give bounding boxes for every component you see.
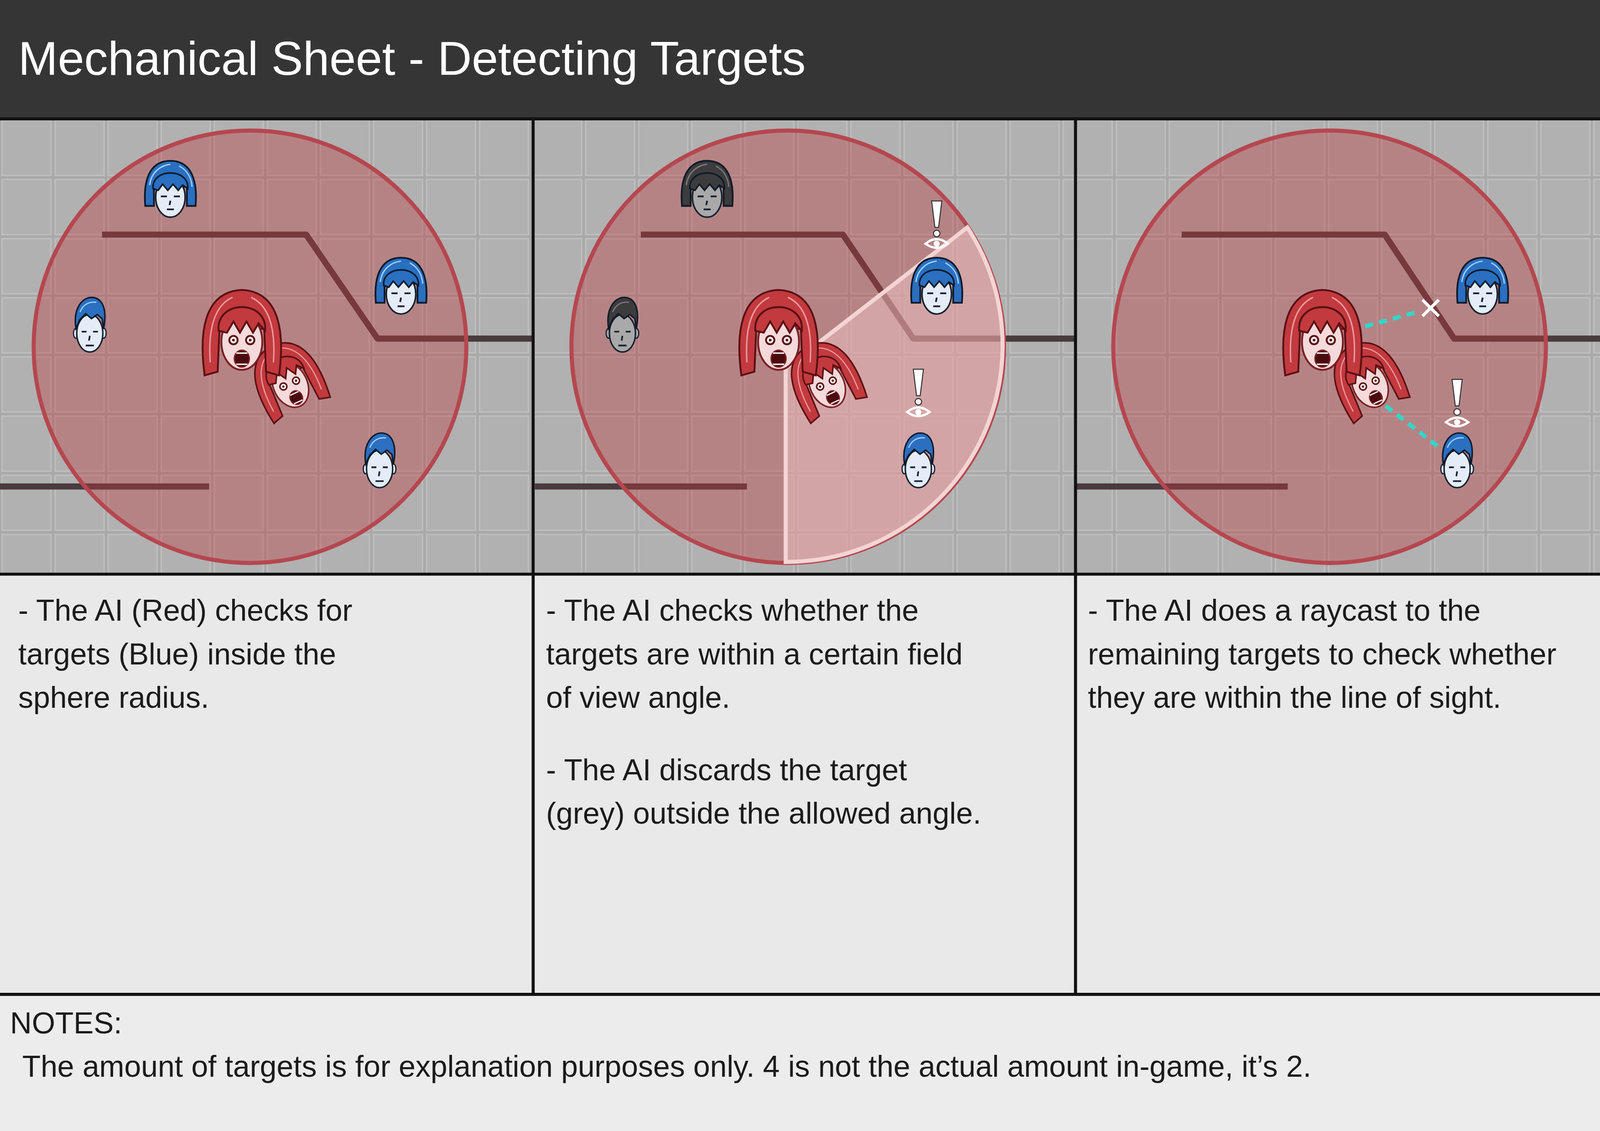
step-text-cell: - The AI does a raycast to the remaining… bbox=[1076, 576, 1600, 993]
notes-heading: NOTES: bbox=[10, 1001, 1580, 1046]
illustration-part bbox=[33, 130, 467, 563]
title-bar bbox=[0, 0, 1600, 119]
grid-lines bbox=[0, 118, 1600, 995]
illustration-part bbox=[1365, 311, 1441, 449]
step-text-cell: - The AI checks whether the targets are … bbox=[534, 576, 1075, 993]
panel-field-of-view bbox=[534, 120, 1075, 575]
illustration-part bbox=[571, 130, 1005, 563]
illustration-part bbox=[681, 161, 733, 218]
notes-box: NOTES:The amount of targets is for expla… bbox=[0, 997, 1600, 1131]
illustration-part bbox=[911, 257, 963, 315]
illustration-part bbox=[1283, 290, 1362, 376]
text-panel bbox=[0, 574, 1600, 995]
step-text-cell: - The AI (Red) checks for targets (Blue)… bbox=[0, 576, 533, 993]
illustration-part bbox=[902, 433, 936, 489]
illustration-part bbox=[606, 297, 639, 353]
illustration-part bbox=[145, 161, 197, 218]
illustration-part bbox=[534, 120, 1075, 575]
illustration-part bbox=[925, 201, 948, 249]
illustration-part bbox=[1422, 299, 1439, 317]
panel-sphere bbox=[0, 120, 533, 575]
illustration-part bbox=[1113, 130, 1547, 563]
illustration-part bbox=[739, 290, 818, 376]
panel-raycast bbox=[1076, 120, 1600, 575]
illustration-part bbox=[1445, 379, 1469, 427]
notes-panel bbox=[0, 994, 1600, 1131]
title-holder: Mechanical Sheet - Detecting Targets bbox=[18, 0, 806, 118]
illustration-part bbox=[907, 369, 930, 417]
step-description: - The AI discards the target (grey) outs… bbox=[545, 748, 984, 836]
illustration-part bbox=[363, 433, 396, 489]
illustration-part bbox=[375, 257, 427, 315]
step-description: - The AI does a raycast to the remaining… bbox=[1087, 588, 1572, 720]
illustration-part bbox=[1076, 120, 1600, 575]
illustration-part bbox=[0, 120, 533, 575]
sheet-title: Mechanical Sheet - Detecting Targets bbox=[18, 0, 806, 118]
illustration-part bbox=[1440, 433, 1474, 489]
step-description: - The AI checks whether the targets are … bbox=[545, 588, 984, 720]
step-description: - The AI (Red) checks for targets (Blue)… bbox=[18, 588, 411, 720]
illustration-part bbox=[1457, 257, 1509, 315]
illustration-part bbox=[202, 290, 281, 376]
notes-body: The amount of targets is for explanation… bbox=[10, 1044, 1580, 1089]
illustration-part bbox=[73, 297, 107, 353]
